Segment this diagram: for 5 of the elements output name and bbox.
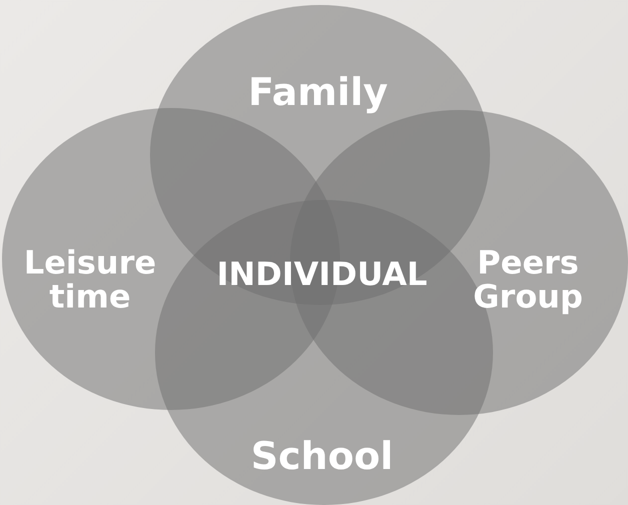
circle-label: School bbox=[250, 437, 394, 477]
circle-label: Family bbox=[247, 73, 389, 113]
center-label: INDIVIDUAL bbox=[216, 258, 428, 292]
circle-label: Peers Group bbox=[472, 246, 584, 314]
circle-label: Leisure time bbox=[22, 246, 158, 314]
